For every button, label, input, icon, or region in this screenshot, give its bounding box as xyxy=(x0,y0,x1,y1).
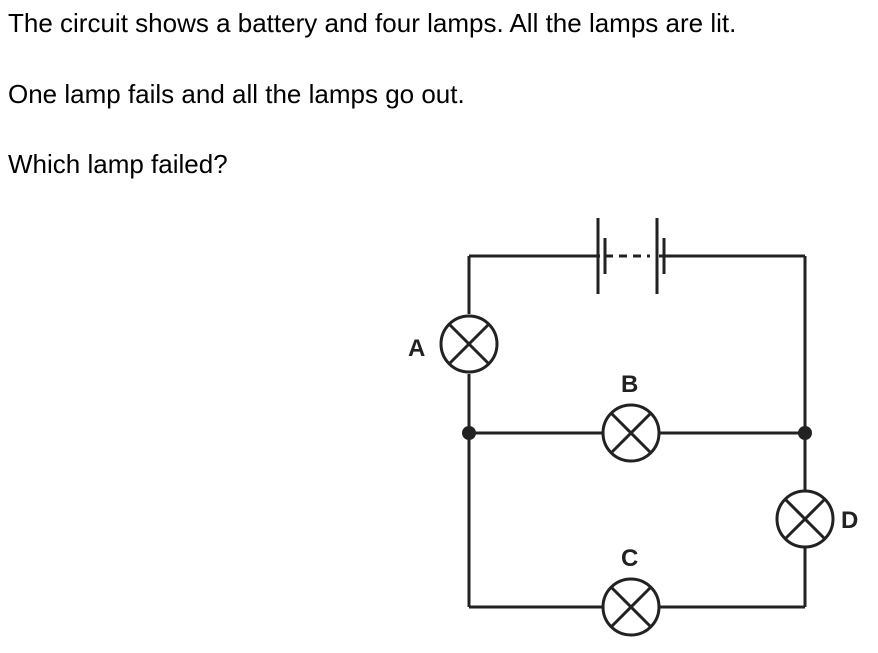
lamp-c: C xyxy=(601,545,661,637)
junction-dot-left xyxy=(462,426,476,440)
junction-dot-right xyxy=(798,426,812,440)
question-line-2: One lamp fails and all the lamps go out. xyxy=(8,79,465,109)
lamp-b: B xyxy=(601,371,661,463)
lamp-d: D xyxy=(775,489,858,549)
battery-icon xyxy=(596,218,666,294)
lamp-a: A xyxy=(408,314,499,374)
question-line-1: The circuit shows a battery and four lam… xyxy=(8,8,737,38)
lamp-c-label: C xyxy=(621,545,638,572)
lamp-b-label: B xyxy=(621,371,638,398)
question-prompt: Which lamp failed? xyxy=(8,149,228,179)
lamp-a-label: A xyxy=(408,335,425,362)
lamp-d-label: D xyxy=(841,507,858,534)
